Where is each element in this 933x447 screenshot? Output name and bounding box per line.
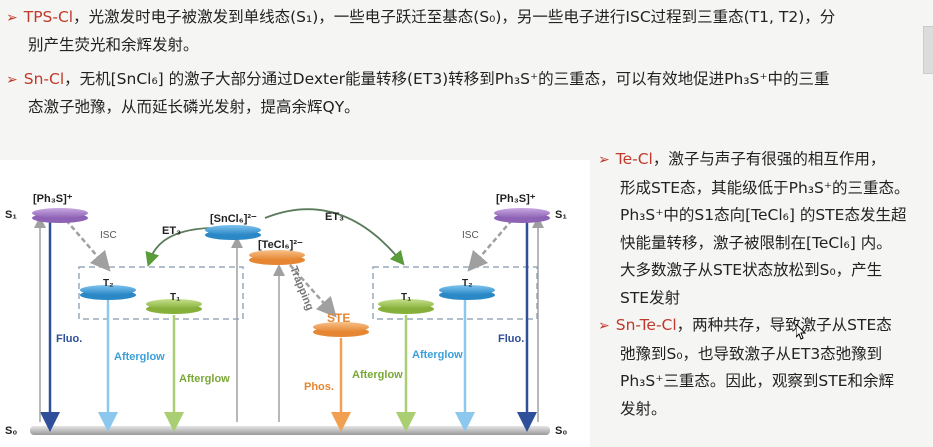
trapping-arrow — [289, 264, 337, 318]
label-isc-left: ISC — [100, 230, 117, 241]
label-ph3s-left: [Ph₃S]⁺ — [33, 193, 73, 205]
bullet-arrow-icon: ➢ — [6, 10, 18, 26]
bullet-line: ，激子与声子有很强的相互作用， — [652, 150, 886, 168]
label-isc-right: ISC — [462, 230, 479, 241]
ground-state-bar — [30, 426, 550, 435]
label-fluo-right: Fluo. — [498, 333, 524, 345]
tecl-level — [249, 250, 305, 265]
t1-level-left — [146, 299, 202, 314]
label-et3-right: ET₃ — [325, 211, 344, 223]
label-afterglow-t1-right: Afterglow — [352, 369, 403, 381]
label-ph3s-right: [Ph₃S]⁺ — [496, 193, 536, 205]
sncl-level — [205, 225, 261, 240]
t2-level-left — [80, 285, 136, 300]
label-s0-left: S₀ — [5, 425, 17, 437]
s1-level-left — [32, 208, 88, 223]
bullet-text-cont: 态激子弛豫，从而延长磷光发射，提高余辉QY。 — [28, 98, 360, 116]
bullet-tps-cl: ➢ TPS-Cl，光激发时电子被激发到单线态(S₁)，一些电子跃迁至基态(S₀)，… — [6, 4, 921, 59]
bullet-text: ，无机[SnCl₆] 的激子大部分通过Dexter能量转移(ET3)转移到Ph₃… — [64, 70, 830, 88]
label-fluo-left: Fluo. — [56, 333, 82, 345]
bullet-te-cl: ➢ Te-Cl，激子与声子有很强的相互作用， 形成STE态，其能级低于Ph₃S⁺的… — [598, 146, 926, 312]
bullet-line: STE发射 — [620, 288, 681, 307]
bullet-arrow-icon: ➢ — [6, 72, 18, 88]
bullet-line: 发射。 — [620, 399, 667, 418]
bullet-text: ，光激发时电子被激发到单线态(S₁)，一些电子跃迁至基态(S₀)，另一些电子进行… — [73, 8, 836, 26]
bullet-text-cont: 别产生荧光和余辉发射。 — [28, 36, 199, 54]
label-et3-left: ET₃ — [162, 225, 181, 237]
bullet-line: 大多数激子从STE状态放松到S₀，产生 — [620, 261, 883, 279]
label-t2-left: T₂ — [103, 278, 114, 289]
label-t2-right: T₂ — [462, 278, 473, 289]
label-sncl: [SnCl₆]²⁻ — [210, 213, 257, 225]
label-afterglow-t2-left: Afterglow — [114, 351, 165, 363]
label-t1-left: T₁ — [170, 292, 180, 303]
mouse-cursor-icon — [796, 324, 806, 340]
bullet-line: ，两种共存，导致激子从STE态 — [676, 316, 892, 334]
label-s1-right: S₁ — [555, 209, 567, 221]
label-t1-right: T₁ — [401, 292, 411, 303]
t1-level-right — [378, 299, 434, 314]
label-s1-left: S₁ — [5, 209, 17, 221]
bullet-arrow-icon: ➢ — [598, 152, 610, 168]
right-column: ➢ Te-Cl，激子与声子有很强的相互作用， 形成STE态，其能级低于Ph₃S⁺的… — [598, 146, 926, 423]
t2-level-right — [439, 285, 495, 300]
energy-diagram: S₁ S₁ S₀ S₀ [Ph₃S]⁺ [Ph₃S]⁺ [SnCl₆]²⁻ [T… — [0, 160, 590, 447]
bullet-line: 弛豫到S₀，也导致激子从ET3态弛豫到 — [620, 344, 883, 363]
label-ste: STE — [327, 311, 350, 325]
bullet-arrow-icon: ➢ — [598, 318, 610, 334]
et3-arrow-left — [145, 227, 211, 267]
bullet-line: Ph₃S⁺中的S1态向[TeCl₆] 的STE态发生超 — [620, 206, 907, 224]
bullet-line: 形成STE态，其能级低于Ph₃S⁺的三重态。 — [620, 178, 910, 197]
diagram-background — [0, 160, 590, 447]
isc-arrow-right — [467, 219, 513, 272]
bullet-line: 快能量转移，激子被限制在[TeCl₆] 内。 — [620, 233, 892, 252]
right-triplet-box — [372, 266, 538, 320]
label-afterglow-t2-right: Afterglow — [412, 349, 463, 361]
bullet-sn-cl: ➢ Sn-Cl，无机[SnCl₆] 的激子大部分通过Dexter能量转移(ET3)… — [6, 66, 921, 121]
bullet-line: Ph₃S⁺三重态。因此，观察到STE和余辉 — [620, 372, 895, 390]
bullet-key: Te-Cl — [615, 150, 653, 168]
bullet-sn-te-cl: ➢ Sn-Te-Cl，两种共存，导致激子从STE态 弛豫到S₀，也导致激子从ET3… — [598, 312, 926, 423]
label-tecl: [TeCl₆]²⁻ — [258, 239, 303, 251]
bullet-key: Sn-Te-Cl — [615, 316, 677, 334]
left-triplet-box — [78, 266, 244, 320]
bullet-key: Sn-Cl — [23, 70, 65, 88]
et3-arrow-right — [264, 208, 405, 266]
label-s0-right: S₀ — [555, 425, 567, 437]
isc-arrow-left — [65, 219, 111, 272]
label-phos: Phos. — [304, 381, 334, 393]
s1-level-right — [494, 208, 550, 223]
scrollbar[interactable] — [923, 26, 933, 74]
label-afterglow-t1-left: Afterglow — [179, 373, 230, 385]
ste-level — [313, 322, 369, 337]
bullet-key: TPS-Cl — [23, 8, 74, 26]
